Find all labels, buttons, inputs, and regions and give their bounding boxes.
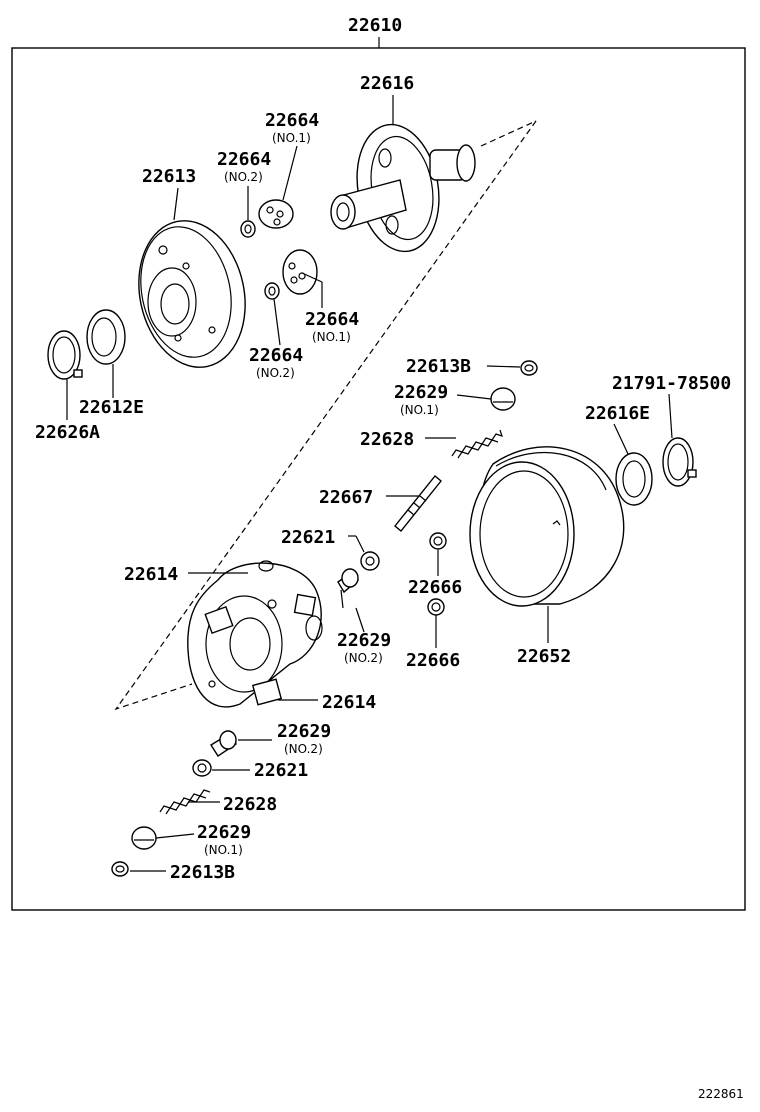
callout-22621-upper: 22621	[281, 527, 335, 548]
callout-22628-upper: 22628	[360, 429, 414, 450]
callout-22613b-upper: 22613B	[406, 356, 471, 377]
callout-22614-lower: 22614	[322, 692, 376, 713]
callout-22616e: 22616E	[585, 403, 650, 424]
callout-22664-c: 22664	[305, 309, 359, 330]
plunger-no2-lower	[210, 730, 237, 757]
callout-22629-no2-lower-spec: (NO.2)	[284, 742, 323, 756]
leader-lines	[66, 95, 673, 872]
callout-22629-no2-lower: 22629	[277, 721, 331, 742]
callout-22666-lower: 22666	[406, 650, 460, 671]
callout-22613b-lower: 22613B	[170, 862, 235, 883]
callout-22664-c-spec: (NO.1)	[312, 330, 351, 344]
callout-22664-a-spec: (NO.1)	[272, 131, 311, 145]
pump-cover	[138, 220, 246, 368]
illustration-id: 222861	[698, 1087, 744, 1101]
pin-no2-lower	[264, 282, 280, 300]
seal-ring	[86, 309, 126, 365]
pump-body	[469, 446, 625, 607]
plug-22613b-lower	[111, 861, 129, 877]
rotor-assembly	[187, 560, 323, 708]
callout-22652: 22652	[517, 646, 571, 667]
callout-22629-no2-upper: 22629	[337, 630, 391, 651]
callout-22664-b: 22664	[217, 149, 271, 170]
callout-22629-no1-upper-spec: (NO.1)	[400, 403, 439, 417]
snap-ring-21791	[662, 437, 697, 487]
snap-ring	[47, 330, 83, 380]
spring-upper	[451, 429, 503, 459]
callout-22666-upper: 22666	[408, 577, 462, 598]
thrust-ring	[615, 452, 653, 506]
callout-22629-no1-upper: 22629	[394, 382, 448, 403]
drive-shaft-flange	[330, 123, 476, 253]
callout-22667: 22667	[319, 487, 373, 508]
callout-22626a: 22626A	[35, 422, 100, 443]
plug-22613b-upper	[520, 360, 538, 376]
nut-22666-lower	[427, 598, 445, 616]
callout-22629-no1-lower: 22629	[197, 822, 251, 843]
callout-22629-no2-upper-spec: (NO.2)	[344, 651, 383, 665]
pin-no1-upper	[258, 199, 294, 229]
subassembly-boundary	[114, 120, 537, 711]
callout-22628-lower: 22628	[223, 794, 277, 815]
nut-22621-lower	[192, 759, 212, 777]
plunger-no1-upper	[490, 387, 516, 411]
callout-22614-upper: 22614	[124, 564, 178, 585]
stud-bolt	[394, 475, 442, 532]
assembly-label: 22610	[348, 15, 402, 36]
nut-22666-upper	[429, 532, 447, 550]
callout-22629-no1-lower-spec: (NO.1)	[204, 843, 243, 857]
pin-no2-upper	[240, 220, 256, 238]
callout-22664-d: 22664	[249, 345, 303, 366]
pin-no1-lower	[282, 249, 318, 295]
callout-22664-d-spec: (NO.2)	[256, 366, 295, 380]
plunger-no1-lower	[131, 826, 157, 850]
callout-21791-78500: 21791-78500	[612, 373, 731, 394]
callout-22612e: 22612E	[79, 397, 144, 418]
nut-22621-upper	[360, 551, 380, 571]
plunger-no2-upper	[337, 568, 359, 609]
spring-lower	[159, 789, 211, 815]
subassembly-boundary-top	[480, 120, 537, 147]
callout-22664-a: 22664	[265, 110, 319, 131]
callout-22621-lower: 22621	[254, 760, 308, 781]
callout-22613: 22613	[142, 166, 196, 187]
callout-22616: 22616	[360, 73, 414, 94]
assembly-frame	[11, 47, 746, 911]
callout-22664-b-spec: (NO.2)	[224, 170, 263, 184]
